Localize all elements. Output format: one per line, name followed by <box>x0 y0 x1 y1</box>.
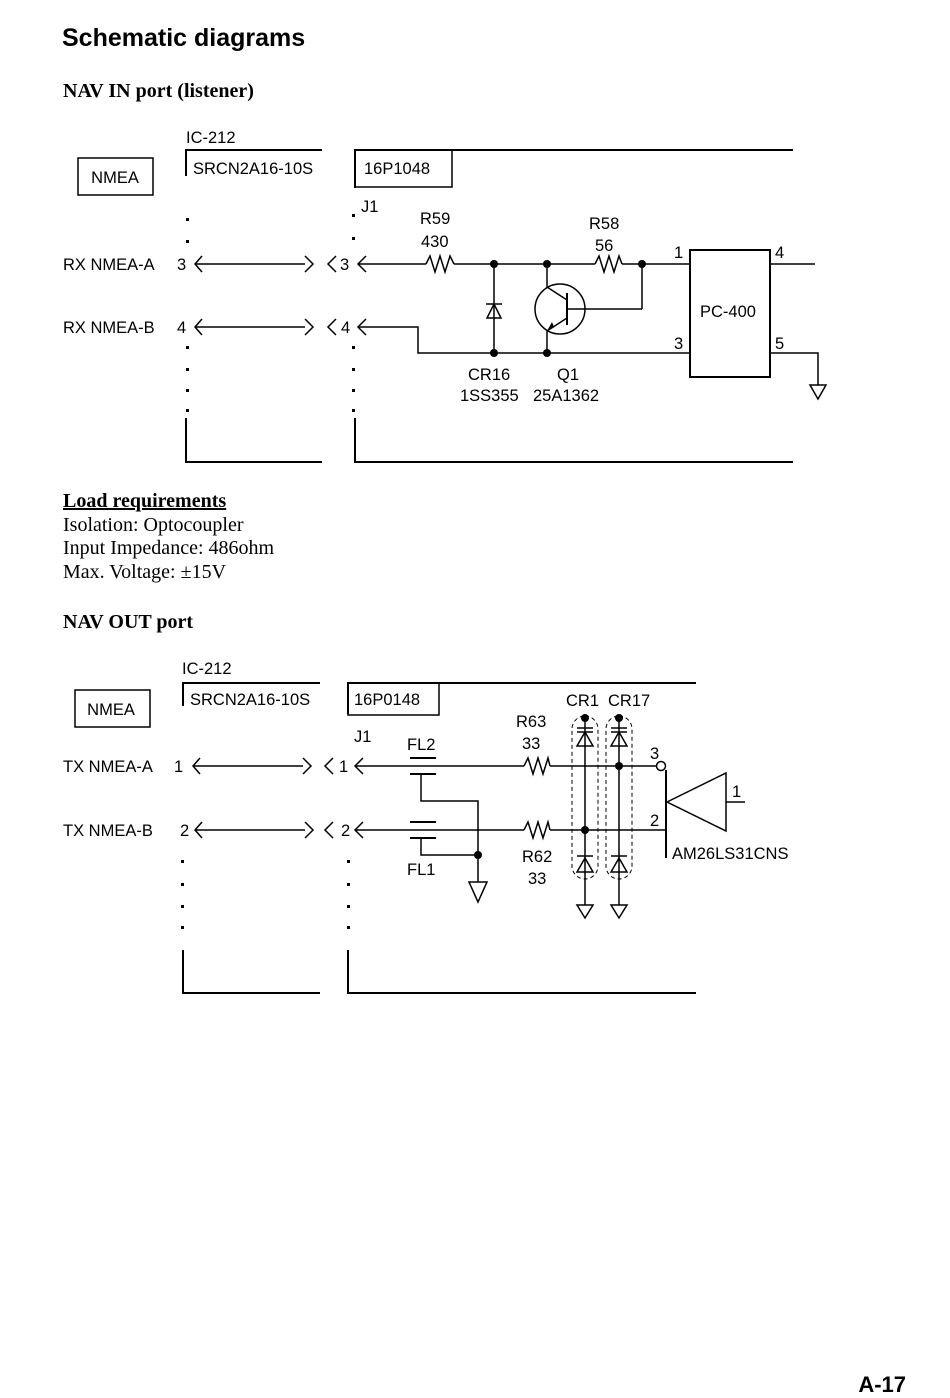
rx-nmea-b-right-pin: 4 <box>341 319 350 337</box>
nav-out-ground-icon <box>467 881 489 904</box>
nav-in-schematic: IC-212 NMEA SRCN2A16-10S 16P1048 J1 RX N… <box>63 129 828 463</box>
r62-resistor <box>523 819 551 841</box>
page-title: Schematic diagrams <box>62 24 306 52</box>
q1-ref: Q1 <box>557 366 579 384</box>
cr1-label: CR1 <box>566 692 599 710</box>
cr16-ref: CR16 <box>468 366 510 384</box>
pc400-label: PC-400 <box>700 303 756 321</box>
r63-ref: R63 <box>516 713 546 731</box>
nav-in-connector-right: 16P1048 <box>364 160 430 178</box>
rx-nmea-a-right-pin: 3 <box>340 256 349 274</box>
nav-out-ellipsis-dots <box>181 860 350 929</box>
driver-label: AM26LS31CNS <box>672 845 788 863</box>
nav-out-title: NAV OUT port <box>63 611 194 633</box>
voltage-line: Max. Voltage: ±15V <box>63 560 227 583</box>
tx-nmea-b-left-pin: 2 <box>180 822 189 840</box>
r59-value: 430 <box>421 233 449 251</box>
cr16-diode <box>485 302 503 319</box>
r62-ref: R62 <box>522 848 552 866</box>
nav-out-left-connector-top <box>182 682 320 706</box>
nav-in-ic-label: IC-212 <box>186 129 236 147</box>
pc400-pin5: 5 <box>775 335 784 353</box>
nav-out-connector-left: SRCN2A16-10S <box>190 691 310 709</box>
driver-pin1: 1 <box>732 783 741 801</box>
tx-nmea-a-right-pin: 1 <box>339 758 348 776</box>
r62-value: 33 <box>528 870 546 888</box>
fl2-label: FL2 <box>407 736 435 754</box>
r58-ref: R58 <box>589 215 619 233</box>
rx-nmea-a-left-pin: 3 <box>177 256 186 274</box>
r63-value: 33 <box>522 735 540 753</box>
isolation-line: Isolation: Optocoupler <box>63 513 244 536</box>
nav-in-connector-right-box <box>354 149 453 188</box>
nav-in-title: NAV IN port (listener) <box>63 80 254 102</box>
nav-out-right-connector-bottom <box>347 950 696 994</box>
nav-out-nmea-label: NMEA <box>87 701 135 719</box>
nav-out-connector-right-box <box>347 682 440 716</box>
nav-in-jack-label: J1 <box>361 198 378 216</box>
q1-part: 25A1362 <box>533 387 599 405</box>
nav-in-left-connector-top <box>185 149 322 176</box>
nav-in-nmea-label: NMEA <box>91 169 139 187</box>
cr1-lower-diode <box>575 856 595 873</box>
page-number: A-17 <box>858 1372 906 1397</box>
am26ls31-driver <box>665 771 727 833</box>
rx-nmea-a-label: RX NMEA-A <box>63 256 155 274</box>
cr16-part: 1SS355 <box>460 387 519 405</box>
rx-nmea-b-left-pin: 4 <box>177 319 186 337</box>
nav-in-connector-left: SRCN2A16-10S <box>193 160 313 178</box>
pc400-optocoupler <box>689 249 771 378</box>
impedance-line: Input Impedance: 486ohm <box>63 537 275 559</box>
cr17-lower-diode <box>609 856 629 873</box>
nav-out-connector-right: 16P0148 <box>354 691 420 709</box>
tx-nmea-b-right-pin: 2 <box>341 822 350 840</box>
nav-out-schematic: IC-212 NMEA SRCN2A16-10S 16P0148 J1 TX N… <box>63 660 788 994</box>
tx-nmea-a-label: TX NMEA-A <box>63 758 153 776</box>
tx-nmea-b-label: TX NMEA-B <box>63 822 153 840</box>
driver-pin3: 3 <box>650 745 659 763</box>
nav-out-nmea-box <box>74 689 151 728</box>
rx-nmea-b-label: RX NMEA-B <box>63 319 155 337</box>
fl1-label: FL1 <box>407 861 435 879</box>
tx-nmea-a-left-pin: 1 <box>174 758 183 776</box>
pc400-pin3: 3 <box>674 335 683 353</box>
pc400-pin1: 1 <box>674 244 683 262</box>
r59-resistor <box>425 253 455 275</box>
load-requirements-heading: Load requirements <box>63 490 227 512</box>
pc400-pin4: 4 <box>775 244 784 262</box>
cr17-upper-diode <box>609 730 629 747</box>
driver-pin2: 2 <box>650 812 659 830</box>
nav-in-nmea-box <box>77 157 154 196</box>
cr17-label: CR17 <box>608 692 650 710</box>
cr1-upper-diode <box>575 730 595 747</box>
load-requirements: Load requirements Isolation: Optocoupler… <box>63 490 274 584</box>
nav-out-jack-label: J1 <box>354 728 371 746</box>
nav-in-ground-icon <box>808 384 828 401</box>
nav-out-left-connector-bottom <box>182 950 320 994</box>
r63-resistor <box>523 755 551 777</box>
r58-value: 56 <box>595 237 613 255</box>
r58-resistor <box>594 253 623 275</box>
nav-out-ic-label: IC-212 <box>182 660 232 678</box>
nav-in-right-connector-bottom <box>354 418 793 463</box>
nav-in-ellipsis-dots <box>186 214 355 412</box>
nav-in-left-connector-bottom <box>185 418 322 463</box>
r59-ref: R59 <box>420 210 450 228</box>
